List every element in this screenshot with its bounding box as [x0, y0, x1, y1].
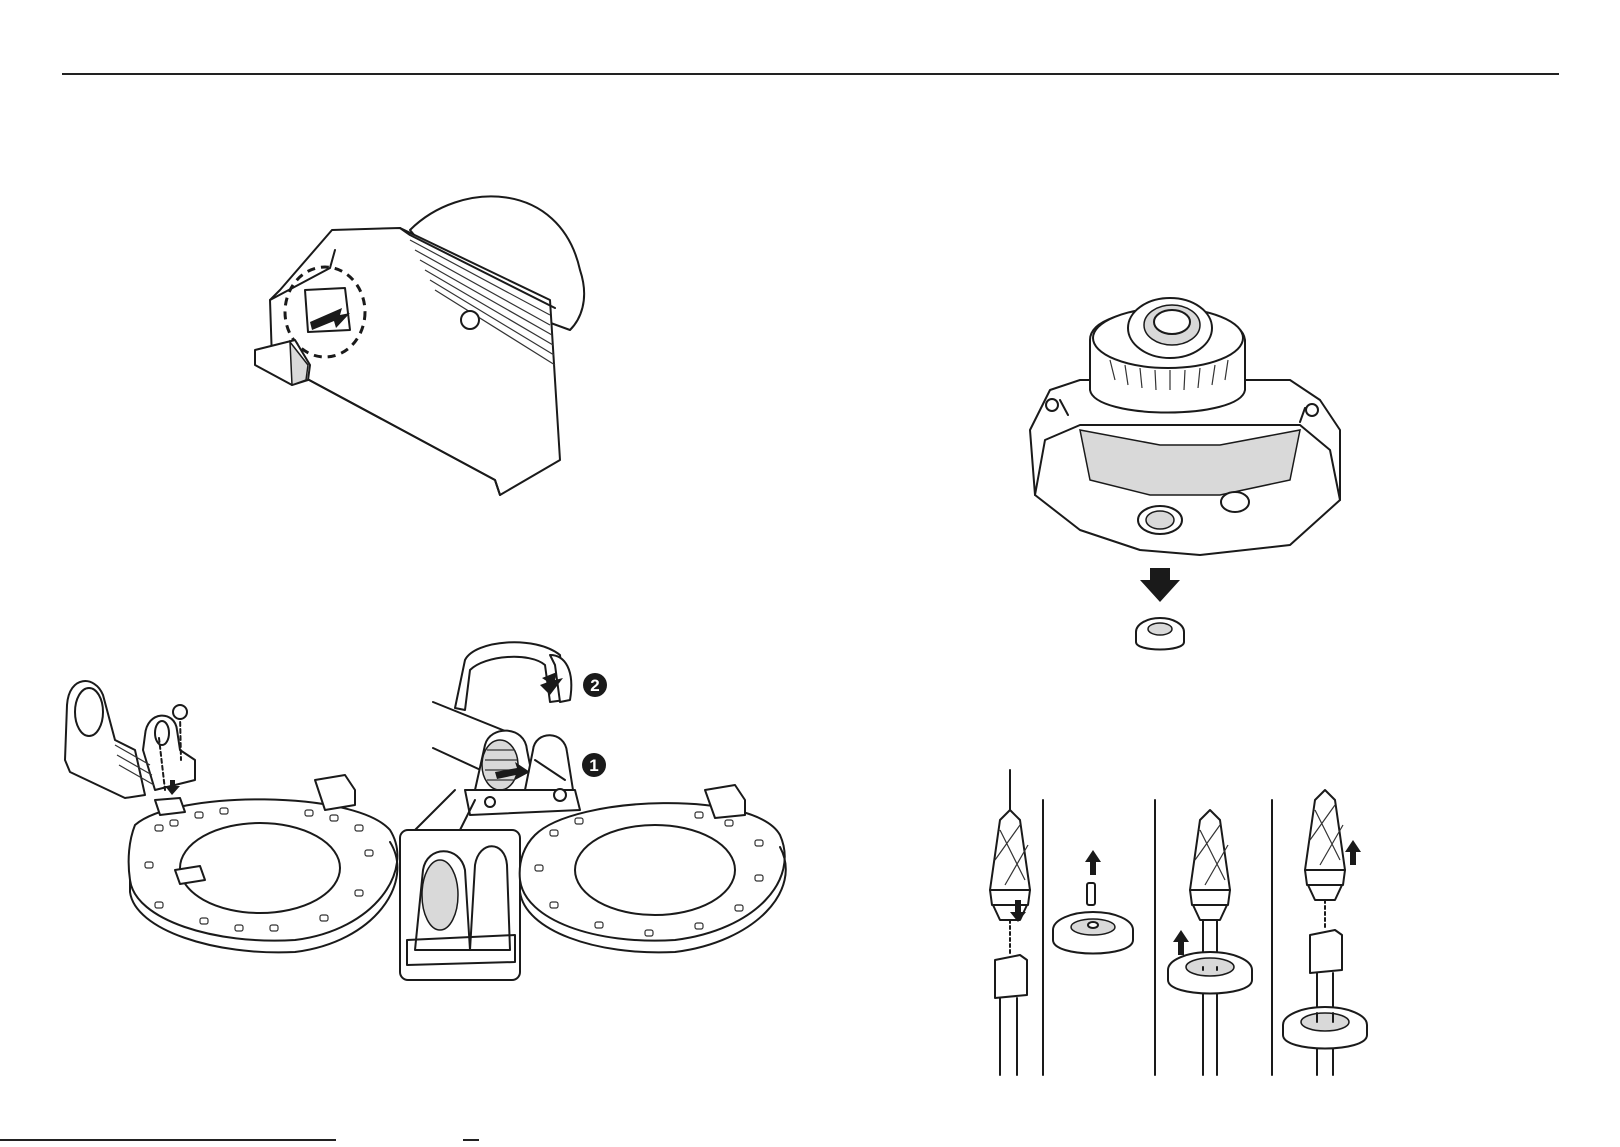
footer-rule [0, 1139, 336, 1141]
header-rule [62, 73, 1559, 75]
cable-connector-icon [985, 770, 1405, 1090]
footer-mark [463, 1139, 479, 1141]
camera-base-icon [1020, 280, 1350, 670]
mount-bracket-icon: 2 1 [55, 640, 815, 980]
callout-step-two: 2 [590, 676, 599, 695]
dome-camera-cover-icon [250, 190, 610, 520]
callout-step-one: 1 [589, 756, 598, 775]
